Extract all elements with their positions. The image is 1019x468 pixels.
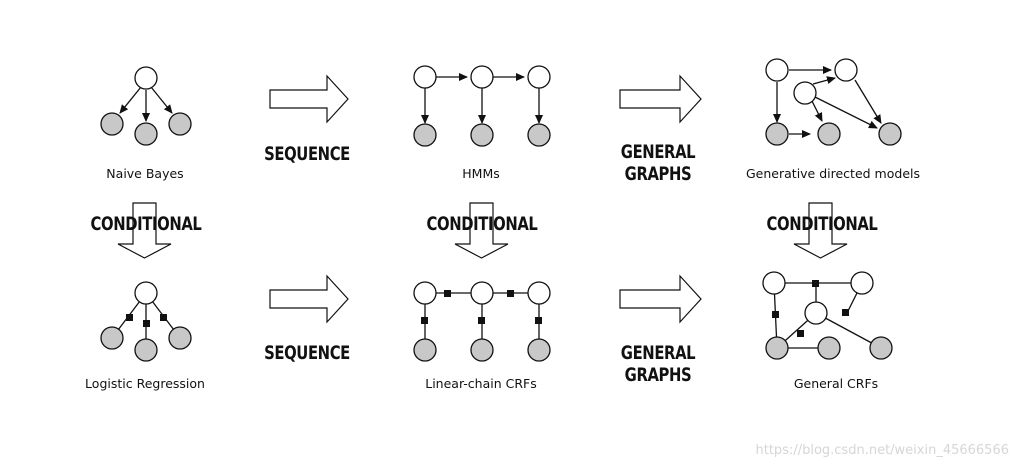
observed-node: [100, 112, 124, 136]
hidden-node: [793, 81, 817, 105]
caption-general-graphs-bottom: GENERAL GRAPHS: [620, 342, 696, 386]
edge: [815, 312, 882, 349]
observed-node: [168, 326, 192, 350]
caption-general-bottom-line2: GRAPHS: [624, 364, 692, 386]
hidden-node: [834, 58, 858, 82]
caption-conditional-right: CONDITIONAL: [766, 213, 878, 235]
observed-node: [413, 338, 437, 362]
hmm-graph: [413, 65, 551, 147]
factor-node: [444, 290, 451, 297]
hidden-node: [134, 66, 158, 90]
factor-node: [421, 317, 428, 324]
factor-node: [507, 290, 514, 297]
logistic-regression-graph: [100, 281, 192, 362]
naive-bayes-graph: [100, 66, 192, 146]
factor-node: [772, 311, 779, 318]
down-arrow-conditional-left: [117, 202, 172, 259]
observed-node: [168, 112, 192, 136]
observed-node: [100, 326, 124, 350]
label-logistic-regression: Logistic Regression: [85, 376, 205, 391]
right-arrow-general-bottom: [619, 274, 702, 324]
right-arrow-general-top: [619, 74, 702, 124]
hidden-node: [413, 65, 437, 89]
observed-node: [765, 122, 789, 146]
edge: [854, 79, 882, 124]
hidden-node: [527, 65, 551, 89]
watermark: https://blog.csdn.net/weixin_45666566: [755, 443, 1009, 458]
edge: [119, 86, 142, 114]
generative-directed-graph: [765, 58, 902, 146]
factor-node: [535, 317, 542, 324]
caption-conditional-left: CONDITIONAL: [90, 213, 202, 235]
hidden-node: [762, 271, 786, 295]
caption-general-bottom-line1: GENERAL: [620, 342, 696, 364]
right-arrow-sequence-bottom: [269, 274, 349, 324]
label-linear-chain-crfs: Linear-chain CRFs: [425, 376, 537, 391]
label-hmms: HMMs: [462, 166, 500, 181]
hidden-node: [765, 58, 789, 82]
factor-node: [842, 309, 849, 316]
hidden-node: [804, 301, 828, 325]
observed-node: [527, 123, 551, 147]
factor-node: [478, 317, 485, 324]
factor-node: [126, 314, 133, 321]
edge: [812, 76, 836, 85]
caption-general-top-line2: GRAPHS: [624, 163, 692, 185]
observed-node: [134, 122, 158, 146]
caption-sequence-top: SEQUENCE: [264, 143, 350, 165]
observed-node: [470, 123, 494, 147]
factor-node: [160, 314, 167, 321]
edge: [814, 96, 878, 129]
observed-node: [765, 336, 789, 360]
observed-node: [413, 123, 437, 147]
factor-node: [812, 280, 819, 287]
label-general-crfs: General CRFs: [793, 376, 879, 391]
observed-node: [470, 338, 494, 362]
hidden-node: [413, 281, 437, 305]
observed-node: [817, 122, 841, 146]
edge: [150, 86, 173, 114]
down-arrow-conditional-right: [793, 202, 848, 259]
general-crf-graph: [762, 271, 893, 360]
label-generative-directed-models: Generative directed models: [746, 166, 920, 181]
edge: [811, 100, 823, 122]
observed-node: [869, 336, 893, 360]
observed-node: [817, 336, 841, 360]
hidden-node: [527, 281, 551, 305]
factor-node: [797, 330, 804, 337]
right-arrow-sequence-top: [269, 74, 349, 124]
linear-chain-crf-graph: [413, 281, 551, 362]
caption-conditional-middle: CONDITIONAL: [426, 213, 538, 235]
hidden-node: [470, 65, 494, 89]
label-naive-bayes: Naive Bayes: [106, 166, 184, 181]
caption-sequence-bottom: SEQUENCE: [264, 342, 350, 364]
factor-node: [143, 320, 150, 327]
hidden-node: [850, 271, 874, 295]
observed-node: [878, 122, 902, 146]
down-arrow-conditional-middle: [454, 202, 509, 259]
observed-node: [527, 338, 551, 362]
caption-general-top-line1: GENERAL: [620, 141, 696, 163]
hidden-node: [470, 281, 494, 305]
hidden-node: [134, 281, 158, 305]
observed-node: [134, 338, 158, 362]
caption-general-graphs-top: GENERAL GRAPHS: [620, 141, 696, 185]
